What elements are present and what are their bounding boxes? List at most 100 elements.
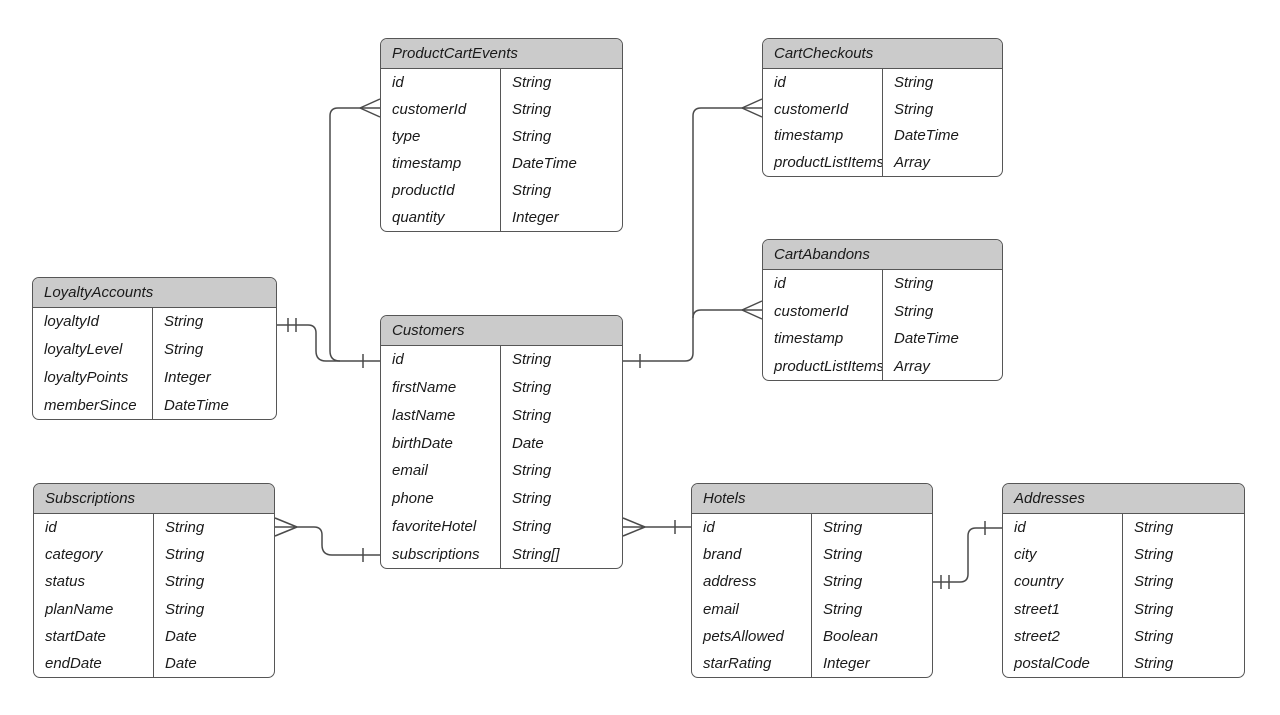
field-row: firstName String — [381, 373, 622, 402]
field-row: id String — [381, 69, 622, 96]
field-row: email String — [692, 595, 932, 623]
field-row: loyaltyLevel String — [33, 335, 276, 364]
field-name: id — [763, 270, 883, 298]
field-name: id — [381, 346, 501, 374]
field-type: String — [1134, 627, 1174, 645]
field-name: startDate — [34, 622, 154, 650]
entity-subscriptions[interactable]: Subscriptions id String category String … — [33, 483, 275, 678]
entity-cartcheckouts[interactable]: CartCheckouts id String customerId Strin… — [762, 38, 1003, 177]
field-name: id — [381, 69, 501, 96]
field-name: endDate — [34, 649, 154, 677]
entity-title: Subscriptions — [34, 484, 274, 514]
field-name: id — [763, 69, 883, 96]
field-row: postalCode String — [1003, 649, 1244, 677]
relationship-productcartevents-customers[interactable] — [329, 98, 381, 368]
field-row: country String — [1003, 568, 1244, 596]
field-name: birthDate — [381, 429, 501, 457]
field-row: customerId String — [763, 297, 1002, 325]
relationship-customers-cartcheckouts[interactable] — [623, 98, 763, 368]
field-name: customerId — [763, 297, 883, 325]
entity-addresses[interactable]: Addresses id String city String country … — [1002, 483, 1245, 678]
field-row: petsAllowed Boolean — [692, 622, 932, 650]
field-row: customerId String — [381, 96, 622, 123]
crowsfoot-many-cartcheckouts — [741, 98, 763, 109]
field-row: subscriptions String[] — [381, 540, 622, 568]
entity-hotels[interactable]: Hotels id String brand String address St… — [691, 483, 933, 678]
field-name: loyaltyPoints — [33, 363, 153, 392]
field-name: id — [34, 514, 154, 542]
relationship-subscriptions-customers[interactable] — [274, 517, 380, 562]
field-type: Date — [165, 627, 197, 645]
field-name: type — [381, 123, 501, 150]
field-row: id String — [692, 514, 932, 542]
field-row: phone String — [381, 484, 622, 513]
field-type: String — [1134, 546, 1174, 564]
entity-title: Customers — [381, 316, 622, 346]
relationship-loyaltyaccounts-customers[interactable] — [277, 318, 340, 362]
field-type: String — [823, 573, 863, 591]
field-row: starRating Integer — [692, 649, 932, 677]
field-type: Integer — [823, 654, 870, 672]
field-type: String — [512, 517, 552, 535]
field-name: email — [381, 457, 501, 485]
field-row: address String — [692, 568, 932, 596]
field-type: String — [1134, 654, 1174, 672]
field-row: loyaltyPoints Integer — [33, 363, 276, 392]
field-row: type String — [381, 123, 622, 150]
field-type: String — [512, 351, 552, 369]
relationship-customers-cartabandons[interactable] — [692, 300, 763, 320]
field-row: startDate Date — [34, 622, 274, 650]
field-row: brand String — [692, 541, 932, 569]
entity-loyaltyaccounts[interactable]: LoyaltyAccounts loyaltyId String loyalty… — [32, 277, 277, 420]
field-row: timestamp DateTime — [381, 150, 622, 177]
crowsfoot-many-cartabandons — [741, 300, 763, 311]
entity-customers[interactable]: Customers id String firstName String las… — [380, 315, 623, 569]
field-row: endDate Date — [34, 649, 274, 677]
field-type: Boolean — [823, 627, 879, 645]
field-name: country — [1003, 568, 1123, 596]
field-row: loyaltyId String — [33, 308, 276, 336]
relationship-customers-hotels[interactable] — [622, 517, 691, 537]
field-type: DateTime — [164, 396, 229, 414]
field-type: String — [512, 101, 552, 118]
field-type: String — [512, 406, 552, 424]
field-type: String — [823, 600, 863, 618]
field-name: lastName — [381, 401, 501, 430]
entity-title: LoyaltyAccounts — [33, 278, 276, 308]
field-type: Date — [512, 434, 544, 452]
field-name: id — [1003, 514, 1123, 542]
field-row: birthDate Date — [381, 429, 622, 457]
entity-productcartevents[interactable]: ProductCartEvents id String customerId S… — [380, 38, 623, 232]
field-type: DateTime — [512, 155, 577, 172]
field-name: loyaltyLevel — [33, 335, 153, 364]
field-type: Integer — [512, 209, 559, 226]
field-name: street2 — [1003, 622, 1123, 650]
field-name: street1 — [1003, 595, 1123, 623]
field-type: String — [512, 74, 552, 91]
field-name: phone — [381, 484, 501, 513]
field-name: planName — [34, 595, 154, 623]
field-name: city — [1003, 541, 1123, 569]
field-type: String — [894, 100, 934, 118]
field-type: String — [894, 302, 934, 320]
field-name: timestamp — [381, 150, 501, 177]
field-row: memberSince DateTime — [33, 391, 276, 419]
field-type: Date — [165, 654, 197, 672]
field-type: String — [512, 182, 552, 199]
relationship-hotels-addresses[interactable] — [933, 521, 1002, 589]
field-type: DateTime — [894, 330, 959, 348]
field-type: String[] — [512, 545, 560, 563]
field-row: planName String — [34, 595, 274, 623]
field-type: String — [823, 519, 863, 537]
field-name: email — [692, 595, 812, 623]
field-row: productListItems Array — [763, 352, 1002, 380]
crowsfoot-many-productcartevents — [359, 98, 381, 109]
field-row: email String — [381, 457, 622, 485]
field-name: productId — [381, 177, 501, 204]
field-name: productListItems — [763, 149, 883, 176]
field-row: productId String — [381, 177, 622, 204]
entity-cartabandons[interactable]: CartAbandons id String customerId String… — [762, 239, 1003, 381]
field-name: petsAllowed — [692, 622, 812, 650]
